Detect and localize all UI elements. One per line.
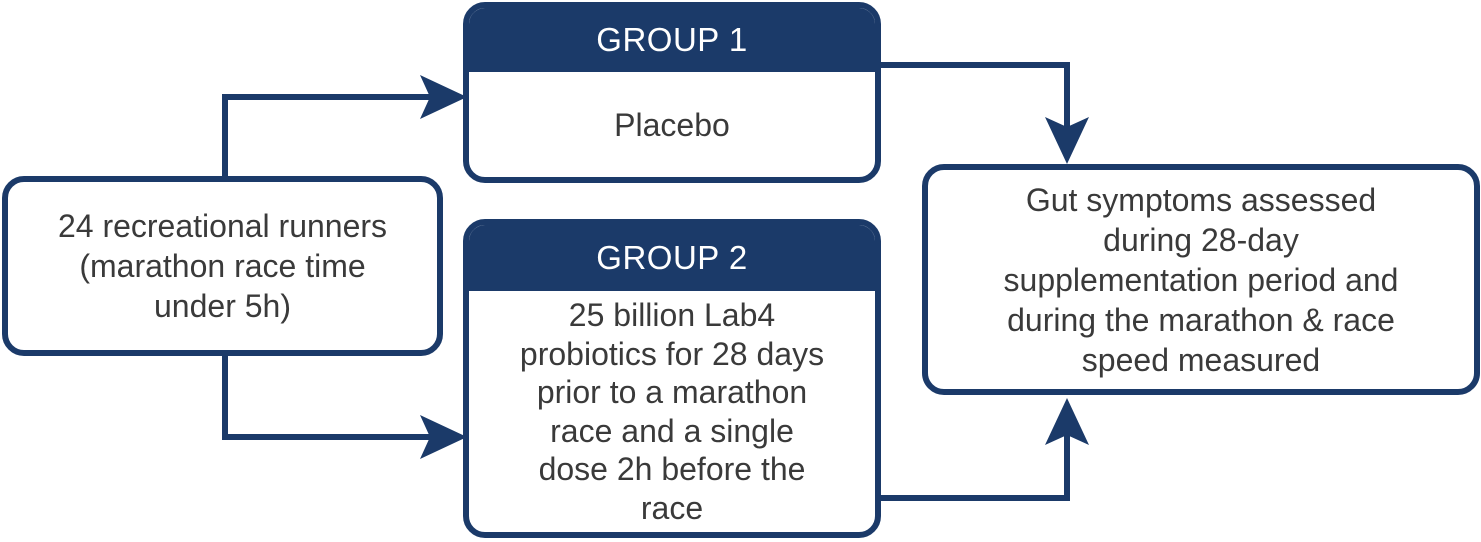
arrowhead-right-icon xyxy=(420,75,467,119)
participants-text: 24 recreational runners (marathon race t… xyxy=(57,208,388,324)
group2-header: GROUP 2 xyxy=(469,225,875,291)
arrowhead-down-icon xyxy=(1045,117,1089,164)
arrow-group1-to-outcome xyxy=(878,62,1070,137)
arrowhead-up-icon xyxy=(1045,398,1089,445)
group2-title: GROUP 2 xyxy=(596,239,748,276)
group2-box: GROUP 2 25 billion Lab4 probiotics for 2… xyxy=(463,219,881,538)
outcome-text: Gut symptoms assessed during 28-day supp… xyxy=(1003,181,1399,378)
arrow-participants-to-group1 xyxy=(222,94,440,178)
group1-header: GROUP 1 xyxy=(469,8,875,72)
outcome-body: Gut symptoms assessed during 28-day supp… xyxy=(928,170,1474,389)
group1-title: GROUP 1 xyxy=(596,21,748,58)
group1-text: Placebo xyxy=(614,106,730,143)
arrow-group2-to-outcome xyxy=(878,425,1070,501)
arrowhead-right-icon xyxy=(420,415,467,459)
group2-body: 25 billion Lab4 probiotics for 28 days p… xyxy=(469,291,875,532)
group1-body: Placebo xyxy=(469,72,875,177)
arrow-participants-to-group2 xyxy=(222,356,440,440)
outcome-box: Gut symptoms assessed during 28-day supp… xyxy=(922,164,1480,395)
group1-box: GROUP 1 Placebo xyxy=(463,2,881,183)
participants-box: 24 recreational runners (marathon race t… xyxy=(2,176,443,356)
group2-text: 25 billion Lab4 probiotics for 28 days p… xyxy=(519,297,825,526)
participants-body: 24 recreational runners (marathon race t… xyxy=(8,182,437,350)
